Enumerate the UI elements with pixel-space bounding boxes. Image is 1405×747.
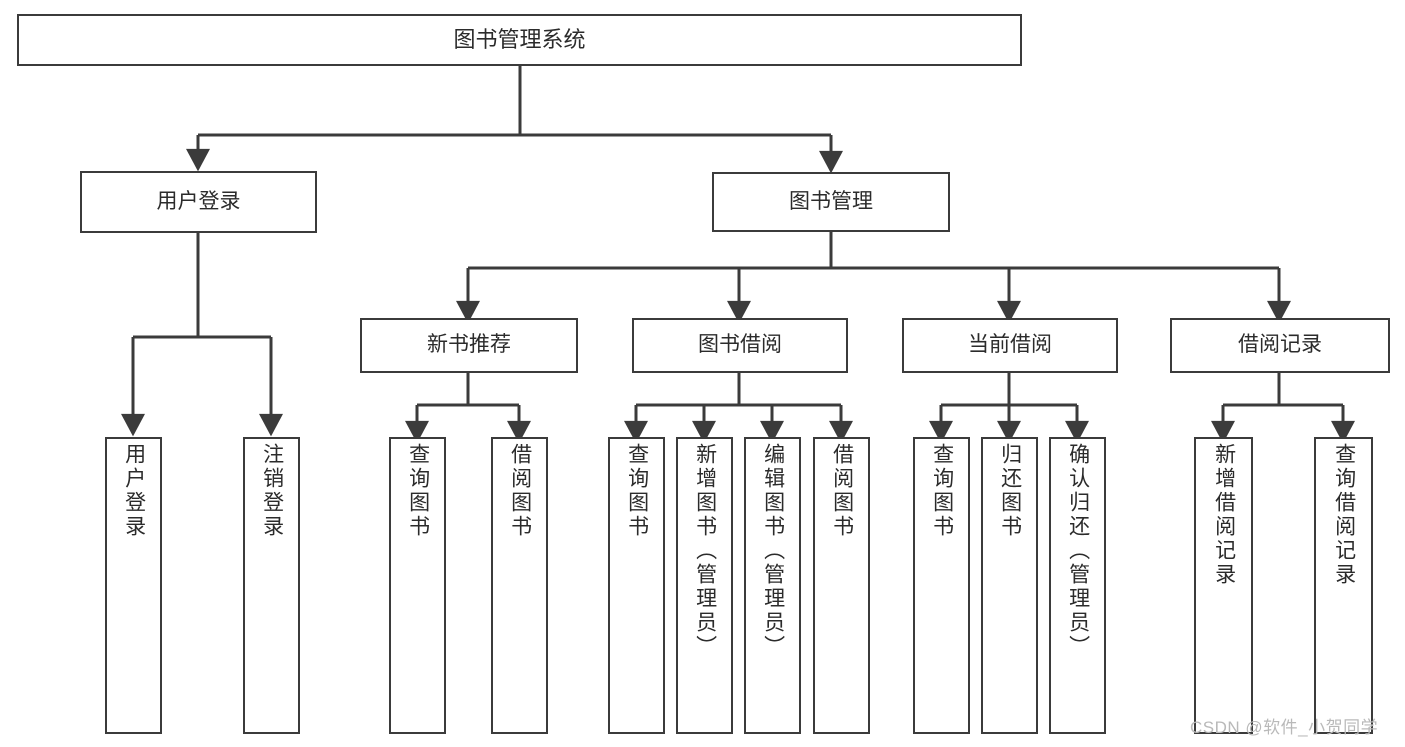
node-user-login[interactable]: 用户登录 — [80, 171, 317, 233]
node-label: 图书借阅 — [698, 333, 782, 357]
node-label: 借阅图书 — [830, 443, 854, 539]
node-label: 用户登录 — [122, 443, 146, 539]
node-label: 查询图书 — [406, 443, 430, 539]
node-label: 图书管理系统 — [453, 27, 586, 53]
leaf-borrow-borrow-book[interactable]: 借阅图书 — [813, 437, 870, 734]
node-label: 图书管理 — [789, 189, 873, 213]
node-label: 借阅图书 — [508, 443, 532, 539]
node-label: 新增借阅记录 — [1212, 443, 1236, 587]
node-book-management[interactable]: 图书管理 — [712, 172, 950, 232]
node-label: 确认归还（管理员） — [1066, 443, 1090, 659]
node-label: 当前借阅 — [968, 333, 1052, 357]
csdn-watermark: CSDN @软件_小贺同学 — [1190, 718, 1379, 737]
leaf-current-confirm-return-admin[interactable]: 确认归还（管理员） — [1049, 437, 1106, 734]
node-label: 新书推荐 — [427, 333, 511, 357]
leaf-current-return-book[interactable]: 归还图书 — [981, 437, 1038, 734]
leaf-new-book-borrow[interactable]: 借阅图书 — [491, 437, 548, 734]
node-label: 查询借阅记录 — [1332, 443, 1356, 587]
node-root-system[interactable]: 图书管理系统 — [17, 14, 1022, 66]
leaf-borrow-add-book-admin[interactable]: 新增图书（管理员） — [676, 437, 733, 734]
node-new-book-recommend[interactable]: 新书推荐 — [360, 318, 578, 373]
leaf-user-login-logout[interactable]: 注销登录 — [243, 437, 300, 734]
node-label: 新增图书（管理员） — [693, 443, 717, 659]
node-label: 用户登录 — [156, 189, 241, 213]
node-label: 编辑图书（管理员） — [761, 443, 785, 659]
leaf-new-book-query[interactable]: 查询图书 — [389, 437, 446, 734]
node-label: 查询图书 — [625, 443, 649, 539]
node-label: 查询图书 — [930, 443, 954, 539]
node-label: 注销登录 — [260, 443, 284, 539]
node-book-borrow[interactable]: 图书借阅 — [632, 318, 848, 373]
node-current-borrow[interactable]: 当前借阅 — [902, 318, 1118, 373]
leaf-borrow-edit-book-admin[interactable]: 编辑图书（管理员） — [744, 437, 801, 734]
leaf-current-query-book[interactable]: 查询图书 — [913, 437, 970, 734]
node-label: 借阅记录 — [1238, 333, 1322, 357]
node-label: 归还图书 — [998, 443, 1022, 539]
leaf-record-add-record[interactable]: 新增借阅记录 — [1194, 437, 1253, 734]
leaf-borrow-query-book[interactable]: 查询图书 — [608, 437, 665, 734]
leaf-record-query-record[interactable]: 查询借阅记录 — [1314, 437, 1373, 734]
leaf-user-login-login[interactable]: 用户登录 — [105, 437, 162, 734]
node-borrow-record[interactable]: 借阅记录 — [1170, 318, 1390, 373]
